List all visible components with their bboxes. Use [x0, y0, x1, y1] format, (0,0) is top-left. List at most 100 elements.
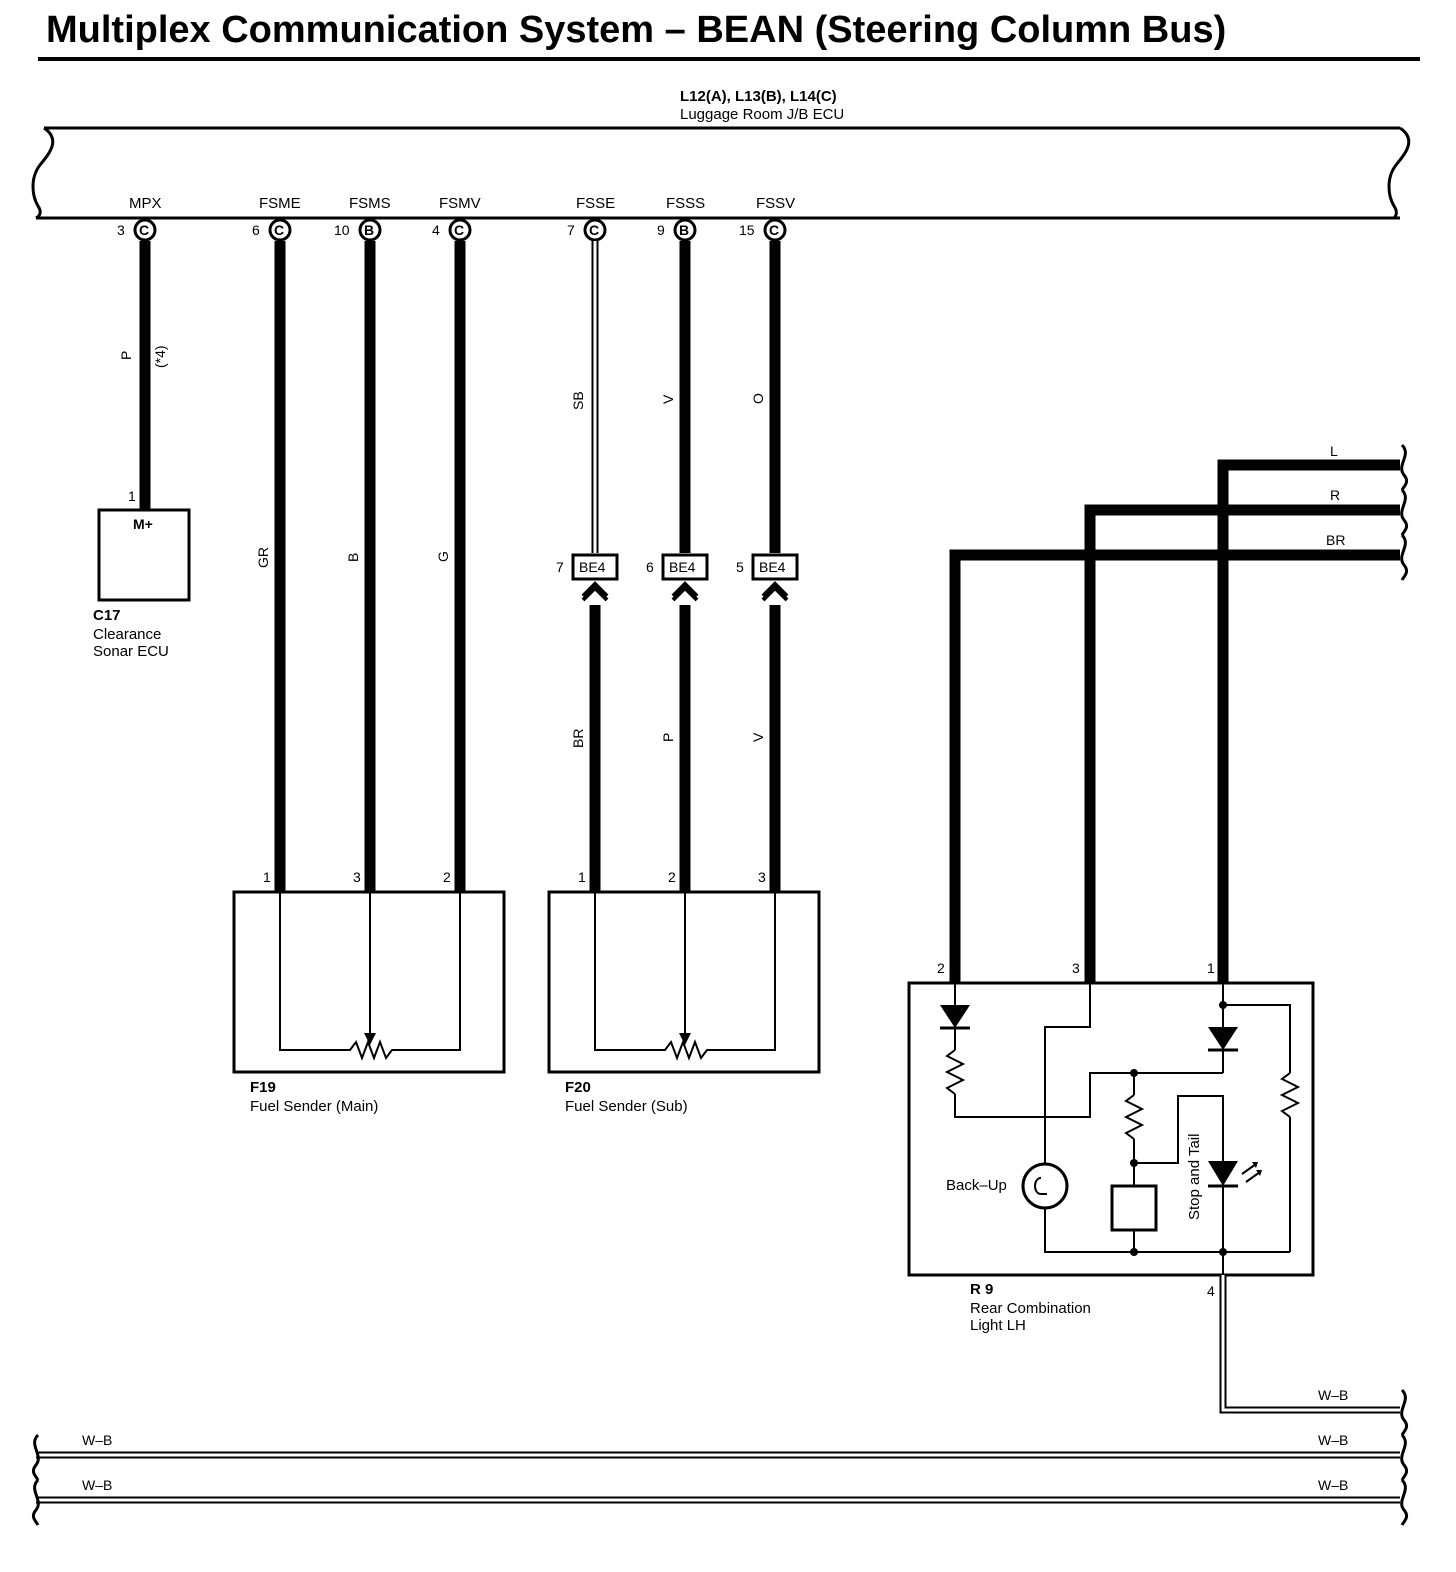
- terminal-label-fsss: FSSS: [666, 195, 705, 212]
- led-icon: [1208, 1161, 1238, 1186]
- wire-label-fsmv: G: [435, 551, 451, 562]
- wire-label-br: BR: [1326, 532, 1345, 548]
- terminal-label-fsmv: FSMV: [439, 195, 481, 212]
- bulb-icon: [1021, 1162, 1069, 1210]
- diode-icon: [940, 1005, 970, 1028]
- diode-icon: [1208, 1027, 1238, 1050]
- wire-label-fsse-upper: SB: [570, 391, 586, 410]
- wire-label-fsss-upper: V: [660, 394, 676, 404]
- filament-icon: [1034, 1177, 1047, 1195]
- r9-pin: 1: [1207, 960, 1215, 976]
- junction-label: BE4: [669, 559, 696, 575]
- pin-number: 6: [252, 222, 260, 238]
- f20-name: Fuel Sender (Sub): [565, 1098, 688, 1115]
- r9-pin: 3: [1072, 960, 1080, 976]
- pin-number: 3: [117, 222, 125, 238]
- junction-pin: 7: [556, 559, 564, 575]
- f19-pin: 2: [443, 869, 451, 885]
- pin-number: 15: [739, 222, 755, 238]
- junction-arrow-icon: [581, 581, 609, 602]
- ecu-body: [31, 126, 1411, 220]
- stop-tail-label: Stop and Tail: [1186, 1134, 1203, 1220]
- c17-line2: Sonar ECU: [93, 643, 169, 660]
- junction-box: [751, 553, 799, 581]
- junction-pin: 5: [736, 559, 744, 575]
- junction-label: BE4: [759, 559, 786, 575]
- connector-pins: 3 C 6 C 10 B 4 C 7 C 9 B 15 C: [117, 218, 787, 242]
- internal-wire: [1134, 1095, 1224, 1164]
- backup-label: Back–Up: [946, 1177, 1007, 1194]
- f20-pin: 3: [758, 869, 766, 885]
- ground-label-right: W–B: [1318, 1477, 1348, 1493]
- right-wires: [949, 459, 1400, 983]
- ground-label-left: W–B: [82, 1432, 112, 1448]
- f19-pin: 3: [353, 869, 361, 885]
- connector-letter: B: [679, 222, 689, 238]
- r9-ground-wire: [1219, 1275, 1409, 1436]
- connector-circle: [583, 218, 607, 242]
- wire-label-mpx: P: [118, 351, 134, 360]
- internal-wire: [1044, 983, 1091, 1163]
- wire-label-fssv-lower: V: [750, 732, 766, 742]
- r9-line2: Light LH: [970, 1317, 1026, 1334]
- wire-label-fsss-lower: P: [660, 733, 676, 742]
- wires: [139, 241, 781, 892]
- junction-box: [571, 553, 619, 581]
- pin-number: 4: [432, 222, 440, 238]
- internal-wire: [1223, 1004, 1291, 1073]
- connector-letter: C: [769, 222, 779, 238]
- c17-terminal: M+: [133, 516, 153, 532]
- c17-line1: Clearance: [93, 626, 161, 643]
- c17-box: [97, 508, 191, 602]
- connector-circle: [448, 218, 472, 242]
- c17-code: C17: [93, 607, 121, 624]
- right-wire-breaks: [1400, 443, 1409, 581]
- terminal-label-fssv: FSSV: [756, 195, 795, 212]
- wire-br: [949, 549, 1400, 983]
- wire-l: [1217, 459, 1400, 983]
- r9-pin: 2: [937, 960, 945, 976]
- resistor-icon: [279, 892, 461, 1061]
- r9-box: [907, 981, 1315, 1277]
- wire-label-fsms: B: [345, 553, 361, 562]
- wiper-arrow-icon: [679, 1033, 691, 1045]
- wire-note-mpx: (*4): [152, 345, 168, 368]
- wiper-arrow-icon: [364, 1033, 376, 1045]
- terminal-label-fsme: FSME: [259, 195, 301, 212]
- f19-code: F19: [250, 1079, 276, 1096]
- wire-label-fssv-upper: O: [750, 393, 766, 404]
- connector-circle: [673, 218, 697, 242]
- terminal-label-fsms: FSMS: [349, 195, 391, 212]
- r9-component: 2 3 1: [907, 960, 1315, 1334]
- terminal-label-fsse: FSSE: [576, 195, 615, 212]
- pin-number: 10: [334, 222, 350, 238]
- resistor-icon: [594, 892, 776, 1061]
- connector-letter: C: [454, 222, 464, 238]
- connector-letter: C: [274, 222, 284, 238]
- connector-circle: [763, 218, 787, 242]
- f20-code: F20: [565, 1079, 591, 1096]
- pin-number: 7: [567, 222, 575, 238]
- resistor-icon: [1123, 1094, 1145, 1140]
- terminal-label-mpx: MPX: [129, 195, 162, 212]
- r9-pin: 4: [1207, 1283, 1215, 1299]
- junction-be4: 7 BE4 6 BE4 5 BE4: [556, 553, 799, 602]
- junction-pin: 6: [646, 559, 654, 575]
- page-title: Multiplex Communication System – BEAN (S…: [46, 9, 1226, 51]
- control-module-box: [1110, 1184, 1158, 1232]
- connector-letter: C: [139, 222, 149, 238]
- c17-component: 1 M+ C17 Clearance Sonar ECU: [93, 488, 191, 660]
- ground-label-right: W–B: [1318, 1432, 1348, 1448]
- internal-wire: [1044, 1208, 1290, 1253]
- connector-circle: [133, 218, 157, 242]
- resistor-icon: [944, 1049, 966, 1095]
- wire-label-l: L: [1330, 443, 1338, 459]
- r9-line1: Rear Combination: [970, 1300, 1091, 1317]
- junction-label: BE4: [579, 559, 606, 575]
- f19-pin: 1: [263, 869, 271, 885]
- resistor-icon: [1279, 1072, 1301, 1118]
- connector-letter: C: [589, 222, 599, 238]
- r9-code: R 9: [970, 1281, 993, 1298]
- wire-label-r: R: [1330, 487, 1340, 503]
